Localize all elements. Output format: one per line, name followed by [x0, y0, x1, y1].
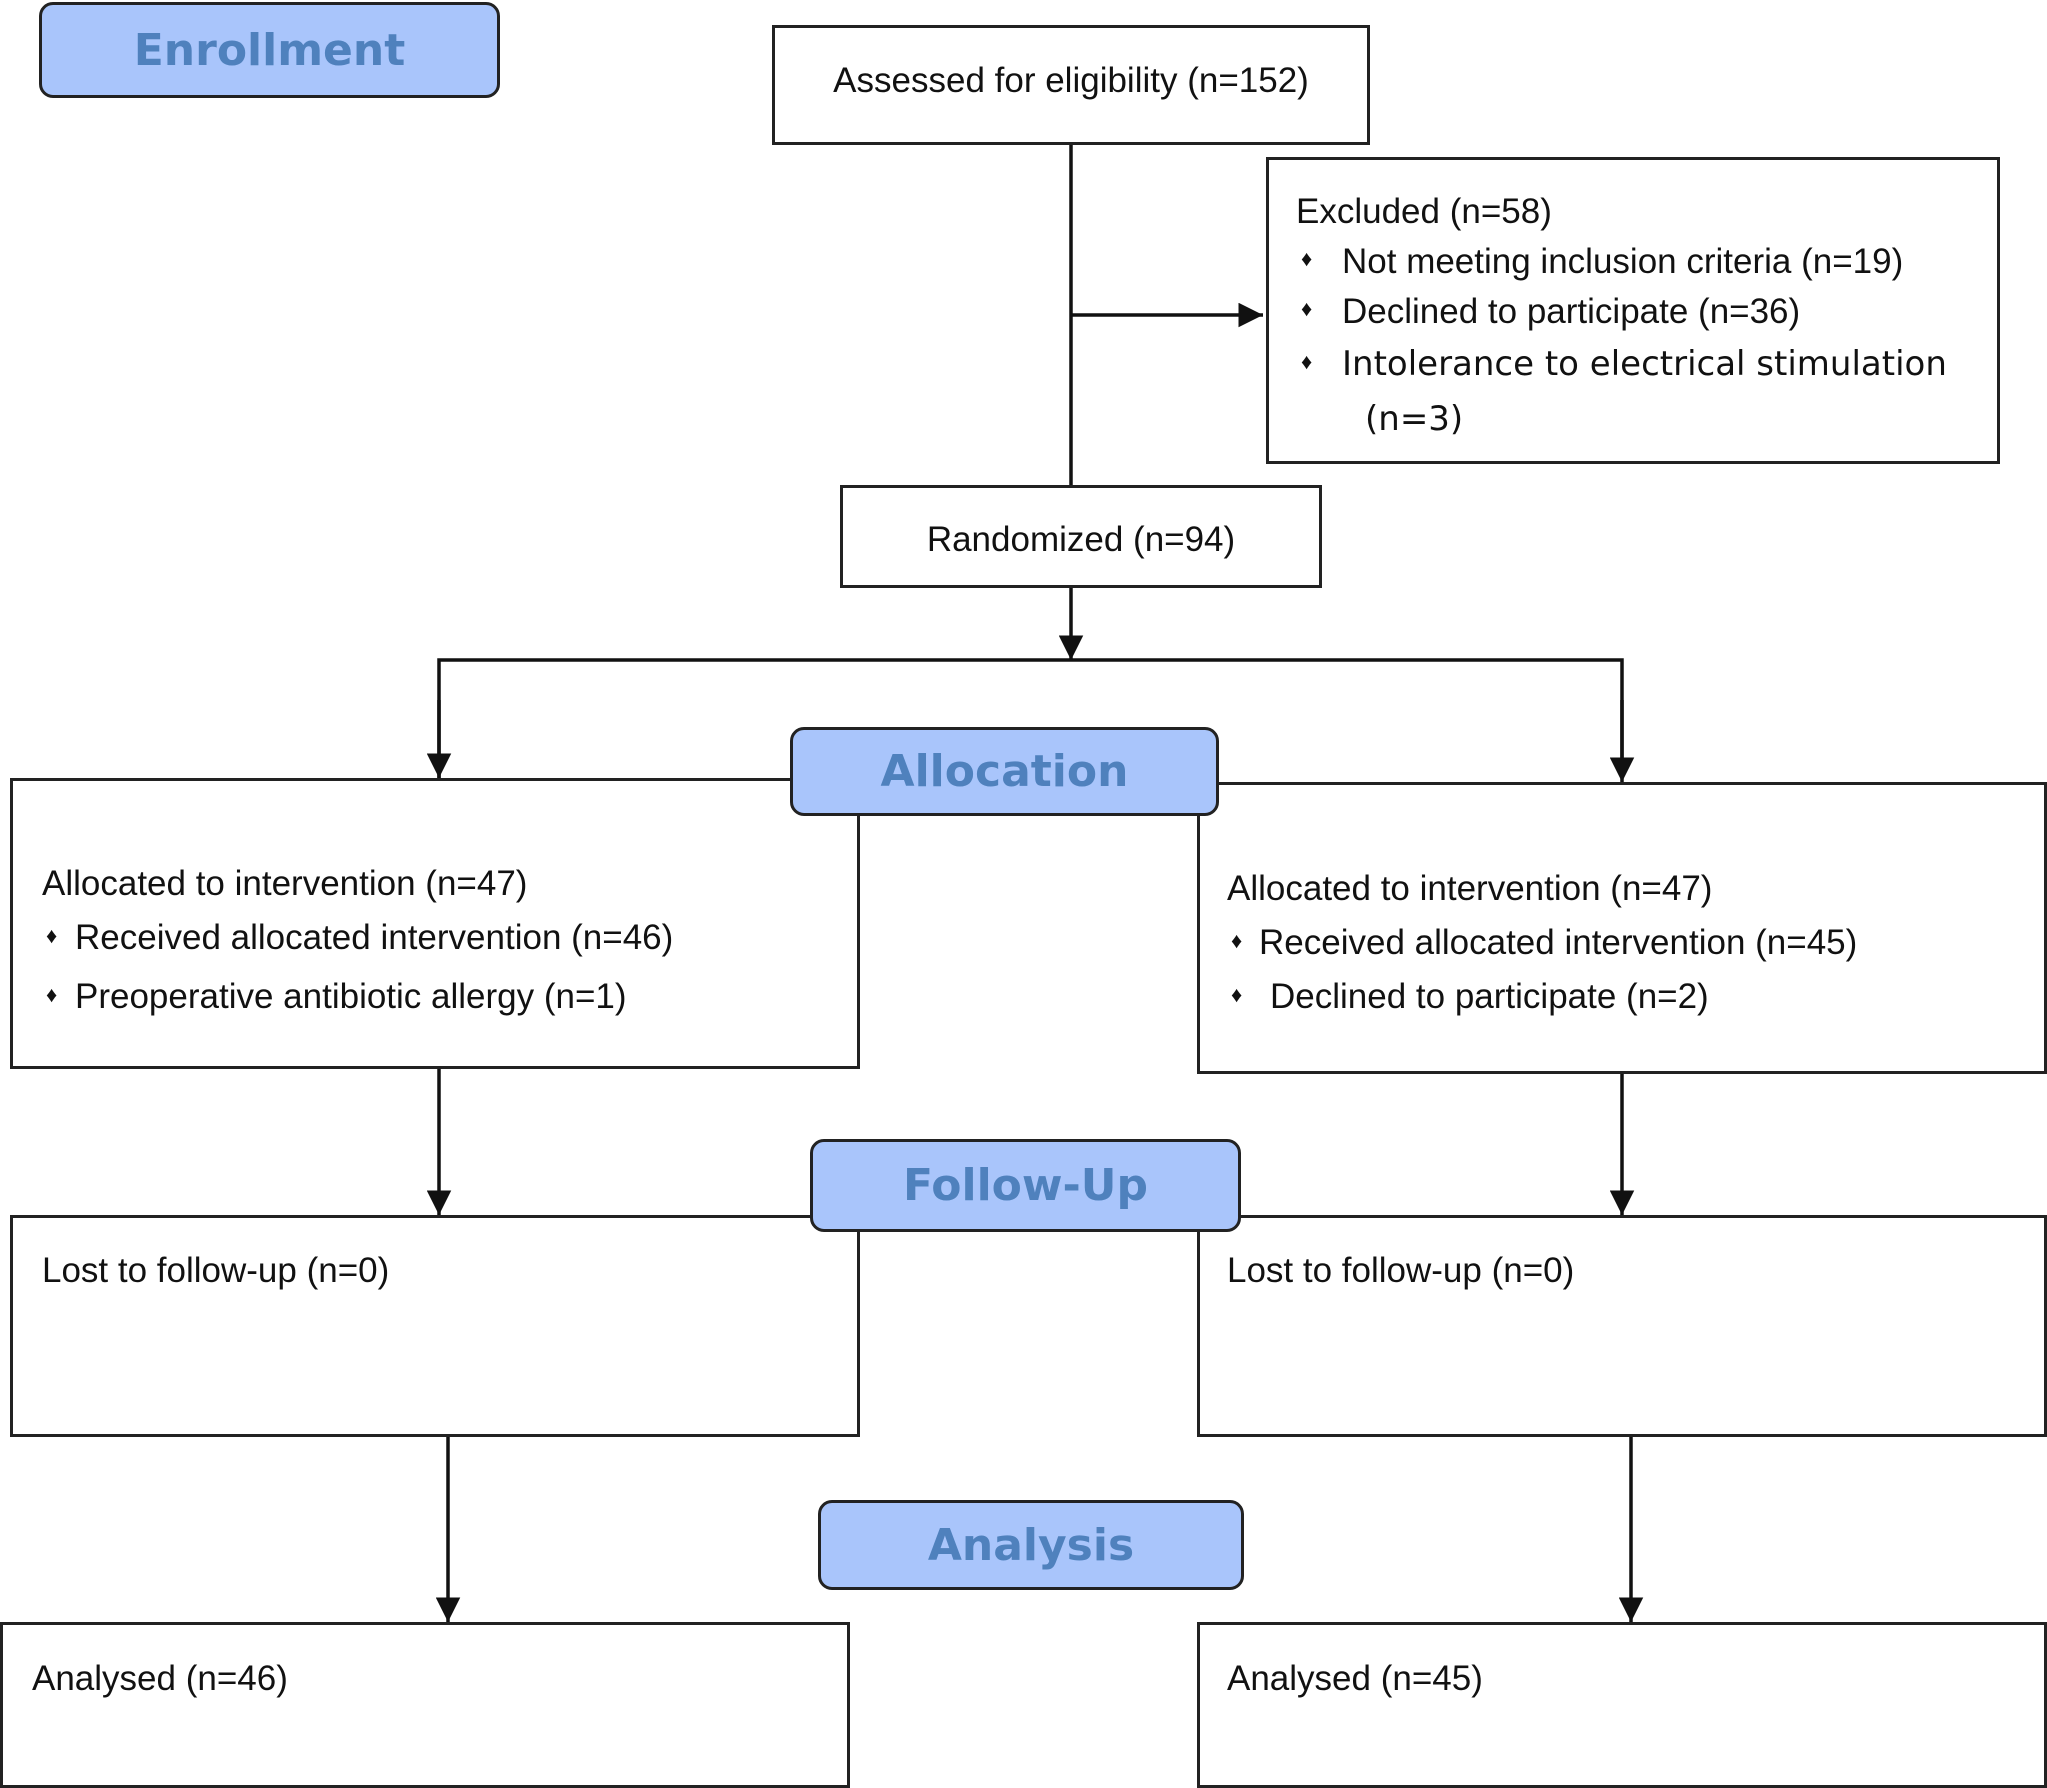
- excluded-box: Excluded (n=58) ♦ Not meeting inclusion …: [1266, 157, 2000, 464]
- allocation-left-box: Allocated to intervention (n=47) ♦ Recei…: [10, 778, 860, 1069]
- followup-left-text: Lost to follow-up (n=0): [42, 1251, 390, 1290]
- randomized-box: Randomized (n=94): [840, 485, 1322, 588]
- excluded-item-3: Intolerance to electrical stimulation: [1342, 344, 1947, 384]
- allocation-left-title: Allocated to intervention (n=47): [42, 864, 528, 903]
- bullet-icon: ♦: [1231, 928, 1243, 953]
- excluded-item-2: Declined to participate (n=36): [1342, 292, 1801, 331]
- stage-analysis-text: Analysis: [927, 1519, 1135, 1571]
- stage-label-enrollment: Enrollment: [39, 2, 500, 98]
- stage-enrollment-text: Enrollment: [133, 24, 406, 76]
- excluded-title: Excluded (n=58): [1296, 192, 1552, 231]
- allocation-right-item-1: Received allocated intervention (n=45): [1259, 923, 1858, 962]
- bullet-icon: ♦: [1231, 982, 1243, 1007]
- stage-label-analysis: Analysis: [818, 1500, 1244, 1590]
- analysis-right-text: Analysed (n=45): [1227, 1659, 1483, 1698]
- followup-right-text: Lost to follow-up (n=0): [1227, 1251, 1575, 1290]
- excluded-item-1: Not meeting inclusion criteria (n=19): [1342, 242, 1904, 281]
- randomized-text: Randomized (n=94): [926, 520, 1236, 559]
- analysis-left-text: Analysed (n=46): [32, 1659, 288, 1698]
- stage-label-follow-up: Follow-Up: [810, 1139, 1241, 1232]
- bullet-icon: ♦: [46, 923, 58, 948]
- stage-label-allocation: Allocation: [790, 727, 1219, 816]
- excluded-item-3-count: (n=3): [1365, 399, 1464, 439]
- bullet-icon: ♦: [1301, 349, 1313, 374]
- followup-right-box: Lost to follow-up (n=0): [1197, 1215, 2047, 1437]
- allocation-left-item-1: Received allocated intervention (n=46): [75, 918, 674, 957]
- assessed-text: Assessed for eligibility (n=152): [833, 61, 1309, 100]
- analysis-left-box: Analysed (n=46): [0, 1622, 850, 1788]
- allocation-right-box: Allocated to intervention (n=47) ♦ Recei…: [1197, 782, 2047, 1074]
- followup-left-box: Lost to follow-up (n=0): [10, 1215, 860, 1437]
- assessed-box: Assessed for eligibility (n=152): [772, 25, 1370, 145]
- bullet-icon: ♦: [1301, 246, 1313, 271]
- bullet-icon: ♦: [46, 982, 58, 1007]
- allocation-right-item-2: Declined to participate (n=2): [1270, 977, 1709, 1016]
- bullet-icon: ♦: [1301, 296, 1313, 321]
- allocation-right-title: Allocated to intervention (n=47): [1227, 869, 1713, 908]
- stage-allocation-text: Allocation: [880, 746, 1129, 797]
- allocation-left-item-2: Preoperative antibiotic allergy (n=1): [75, 977, 627, 1016]
- stage-follow-up-text: Follow-Up: [902, 1160, 1149, 1211]
- analysis-right-box: Analysed (n=45): [1197, 1622, 2047, 1788]
